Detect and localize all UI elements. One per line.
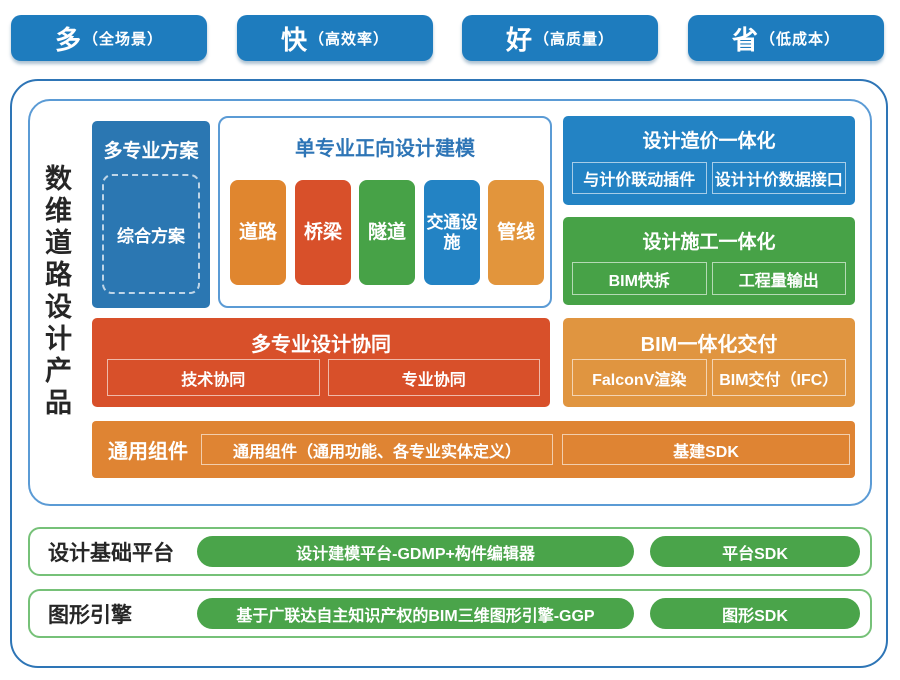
design-platform-title: 设计基础平台 <box>48 541 174 565</box>
engine-item-ggp: 基于广联达自主知识产权的BIM三维图形引擎-GGP <box>197 598 634 629</box>
design-platform-block: 设计基础平台 设计建模平台-GDMP+构件编辑器 平台SDK <box>28 527 872 576</box>
common-item-infra-sdk: 基建SDK <box>562 434 850 465</box>
benefit-big-label: 快 <box>280 24 307 55</box>
collaboration-block: 多专业设计协同 技术协同 专业协同 <box>92 318 550 407</box>
modeling-item-pipeline: 管线 <box>488 180 544 285</box>
construction-integration-title: 设计施工一体化 <box>642 232 776 253</box>
common-item-definitions: 通用组件（通用功能、各专业实体定义） <box>201 434 553 465</box>
construction-integration-block: 设计施工一体化 BIM快拆 工程量输出 <box>563 217 855 305</box>
collaboration-item-discipline: 专业协同 <box>327 359 540 396</box>
benefit-big-label: 省 <box>731 24 758 55</box>
benefit-big-label: 多 <box>54 24 81 55</box>
benefit-small-label: （全场景） <box>83 30 164 48</box>
modeling-block: 单专业正向设计建模 道路 桥梁 隧道 交通设施 管线 <box>218 116 552 308</box>
bim-delivery-sub-row: FalconV渲染 BIM交付（IFC） <box>572 359 846 396</box>
collaboration-item-tech: 技术协同 <box>107 359 320 396</box>
cost-integration-block: 设计造价一体化 与计价联动插件 设计计价数据接口 <box>563 116 855 205</box>
construction-sub-row: BIM快拆 工程量输出 <box>572 262 846 295</box>
common-components-block: 通用组件 通用组件（通用功能、各专业实体定义） 基建SDK <box>92 421 855 478</box>
construction-item-quantity-output: 工程量输出 <box>711 262 846 295</box>
benefit-big-label: 好 <box>505 24 532 55</box>
cost-item-data-api: 设计计价数据接口 <box>711 162 846 194</box>
delivery-item-ifc: BIM交付（IFC） <box>711 359 846 396</box>
modeling-item-traffic: 交通设施 <box>424 180 480 285</box>
graphics-engine-block: 图形引擎 基于广联达自主知识产权的BIM三维图形引擎-GGP 图形SDK <box>28 589 872 638</box>
multi-plan-item: 综合方案 <box>102 174 200 294</box>
construction-item-bim-split: BIM快拆 <box>572 262 707 295</box>
benefit-button-duo: 多 （全场景） <box>11 15 207 61</box>
common-components-title: 通用组件 <box>108 441 188 463</box>
benefit-button-sheng: 省 （低成本） <box>688 15 884 61</box>
platform-item-sdk: 平台SDK <box>650 536 860 567</box>
modeling-item-bridge: 桥梁 <box>295 180 351 285</box>
bim-delivery-block: BIM一体化交付 FalconV渲染 BIM交付（IFC） <box>563 318 855 407</box>
outer-wrapper <box>10 79 888 668</box>
benefit-button-kuai: 快 （高效率） <box>237 15 433 61</box>
modeling-item-road: 道路 <box>230 180 286 285</box>
cost-item-plugin: 与计价联动插件 <box>572 162 707 194</box>
cost-integration-title: 设计造价一体化 <box>642 131 776 152</box>
benefit-small-label: （高效率） <box>309 30 390 48</box>
platform-item-gdmp: 设计建模平台-GDMP+构件编辑器 <box>197 536 634 567</box>
benefit-button-hao: 好 （高质量） <box>462 15 658 61</box>
modeling-title: 单专业正向设计建模 <box>295 138 475 160</box>
bim-delivery-title: BIM一体化交付 <box>640 334 778 356</box>
product-side-title: 数维道路设计产品 <box>41 164 71 420</box>
collaboration-title: 多专业设计协同 <box>251 334 391 356</box>
collaboration-sub-row: 技术协同 专业协同 <box>107 359 540 396</box>
multi-plan-block: 多专业方案 综合方案 <box>92 121 210 308</box>
delivery-item-falconv: FalconV渲染 <box>572 359 707 396</box>
multi-plan-title: 多专业方案 <box>103 141 199 162</box>
cost-sub-row: 与计价联动插件 设计计价数据接口 <box>572 162 846 194</box>
benefit-small-label: （高质量） <box>534 30 615 48</box>
modeling-item-tunnel: 隧道 <box>359 180 415 285</box>
graphics-engine-title: 图形引擎 <box>48 603 132 627</box>
benefit-small-label: （低成本） <box>760 30 841 48</box>
engine-item-sdk: 图形SDK <box>650 598 860 629</box>
